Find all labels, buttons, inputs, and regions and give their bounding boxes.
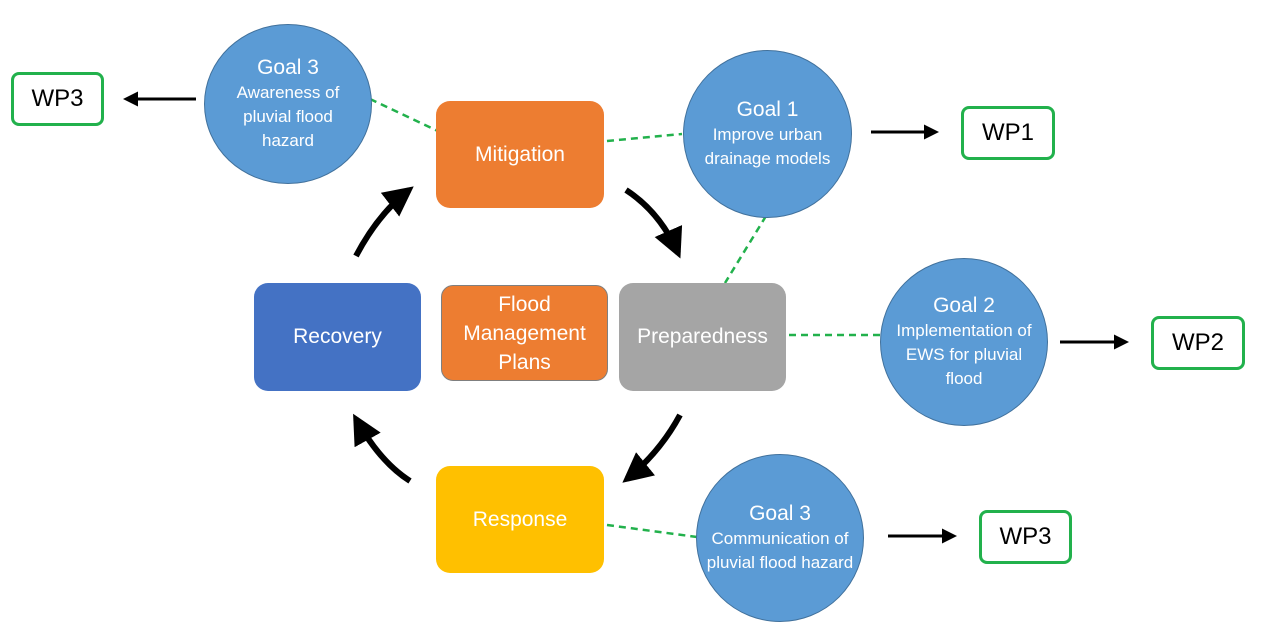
response-box: Response bbox=[436, 466, 604, 573]
goal1-circle: Goal 1 Improve urban drainage models bbox=[683, 50, 852, 218]
wp3-bottom-box: WP3 bbox=[979, 510, 1072, 564]
recovery-label: Recovery bbox=[293, 325, 382, 348]
connector-goal3-awareness-mitigation bbox=[369, 97, 443, 135]
goal3-communication-description: Communication of pluvial flood hazard bbox=[706, 529, 854, 572]
connector-mitigation-goal1 bbox=[606, 132, 683, 143]
connector-response-goal3-communication bbox=[606, 523, 698, 539]
flood-management-plans-box: Flood Management Plans bbox=[441, 285, 608, 381]
goal2-circle: Goal 2 Implementation of EWS for pluvial… bbox=[880, 258, 1048, 426]
mitigation-label: Mitigation bbox=[475, 142, 565, 166]
preparedness-box: Preparedness bbox=[619, 283, 786, 391]
goal2-title: Goal 2 bbox=[933, 294, 995, 317]
cycle-arrow-preparedness-to-response bbox=[622, 413, 683, 483]
wp3-top-box: WP3 bbox=[11, 72, 104, 126]
wp2-box: WP2 bbox=[1151, 316, 1245, 370]
wp3-top-label: WP3 bbox=[31, 85, 84, 112]
connector-goal1-preparedness bbox=[723, 215, 768, 284]
goal3-communication-circle: Goal 3 Communication of pluvial flood ha… bbox=[696, 454, 864, 622]
goal3-awareness-description: Awareness of pluvial flood hazard bbox=[236, 83, 340, 150]
cycle-arrow-recovery-to-mitigation bbox=[353, 186, 414, 258]
preparedness-label: Preparedness bbox=[637, 325, 768, 348]
goal3-awareness-title: Goal 3 bbox=[257, 56, 319, 79]
wp2-label: WP2 bbox=[1171, 329, 1224, 356]
goal3-awareness-circle: Goal 3 Awareness of pluvial flood hazard bbox=[204, 24, 372, 184]
goal3-communication-title: Goal 3 bbox=[749, 502, 811, 525]
wp3-bottom-label: WP3 bbox=[999, 523, 1052, 550]
goal1-title: Goal 1 bbox=[736, 98, 799, 121]
goal2-description: Implementation of EWS for pluvial flood bbox=[896, 321, 1032, 388]
goal1-description: Improve urban drainage models bbox=[704, 125, 831, 168]
response-label: Response bbox=[472, 507, 568, 531]
mitigation-box: Mitigation bbox=[436, 101, 604, 208]
recovery-box: Recovery bbox=[254, 283, 421, 391]
wp1-label: WP1 bbox=[981, 119, 1034, 146]
flood-management-plans-label: Flood Management Plans bbox=[463, 292, 586, 374]
wp1-box: WP1 bbox=[961, 106, 1055, 160]
cycle-arrow-response-to-recovery bbox=[353, 413, 412, 484]
cycle-arrow-mitigation-to-preparedness bbox=[624, 187, 683, 259]
